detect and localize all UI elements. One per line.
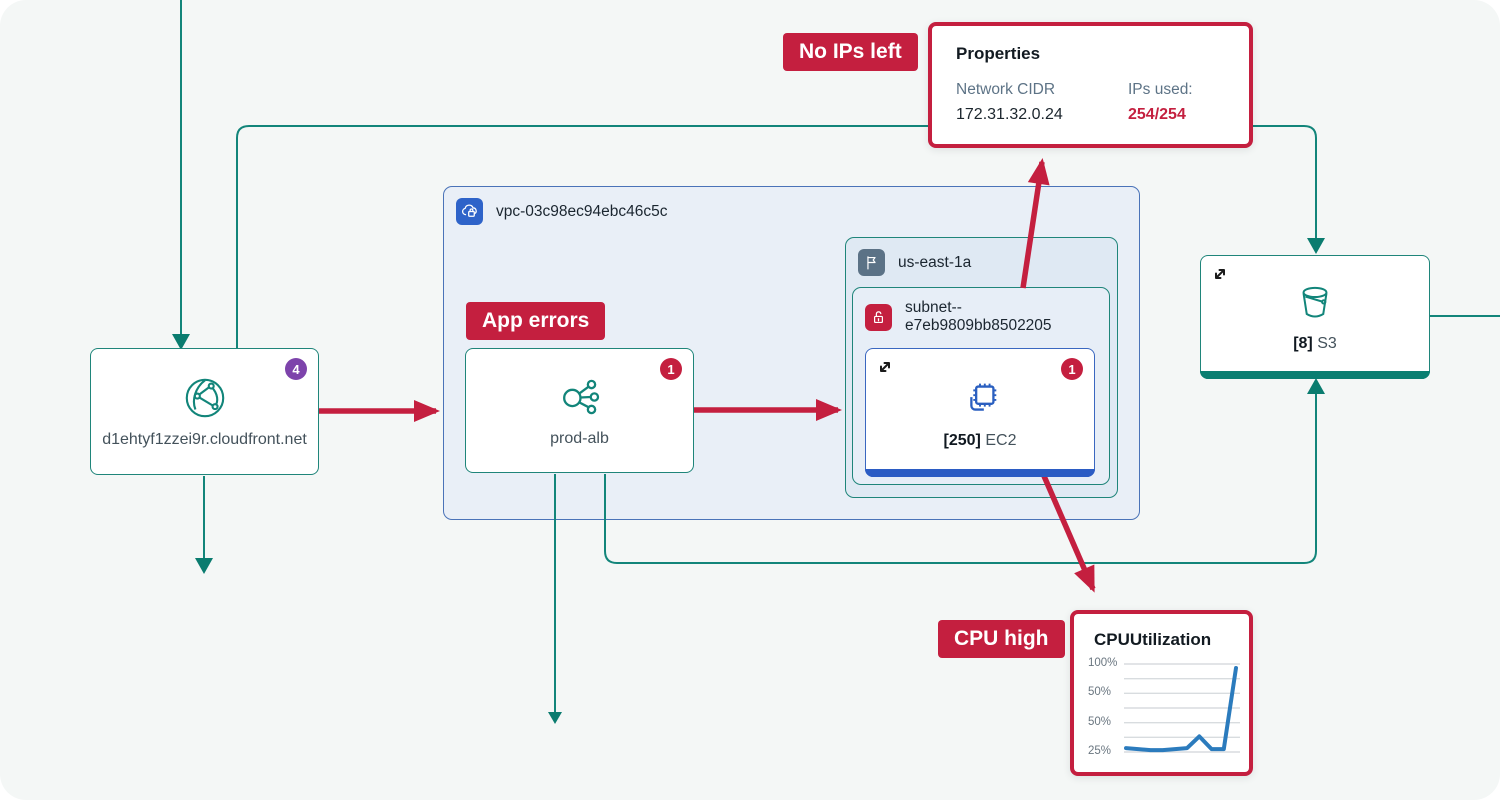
y-tick-label: 100% xyxy=(1088,657,1118,669)
vpc-cloud-icon xyxy=(456,198,483,225)
subnet-label: subnet--e7eb9809bb8502205 xyxy=(905,299,1052,334)
cpu-high-alert-label[interactable]: CPU high xyxy=(938,620,1065,658)
ec2-type-label: EC2 xyxy=(985,431,1017,449)
arrowhead-into-s3-top xyxy=(1307,238,1325,254)
network-cidr-value: 172.31.32.0.24 xyxy=(956,106,1063,123)
open-lock-icon xyxy=(865,303,892,331)
cloudfront-node-label: d1ehtyf1zzei9r.cloudfront.net xyxy=(102,430,307,448)
ec2-badge: 1 xyxy=(1061,358,1083,380)
bucket-icon xyxy=(1302,286,1328,318)
globe-network-icon xyxy=(185,378,224,417)
arrowhead-alb-down xyxy=(548,712,562,724)
cpu-chart: 100% 50% 50% 25% xyxy=(1088,657,1240,758)
cloudfront-node[interactable]: 4 d1ehtyf1zzei9r.cloudfront.net xyxy=(90,348,319,475)
arrowhead-cloudfront-down xyxy=(195,558,213,574)
network-cidr-field: Network CIDR 172.31.32.0.24 xyxy=(956,81,1128,124)
s3-count: [8] xyxy=(1293,335,1313,352)
availability-zone-label: us-east-1a xyxy=(898,253,972,271)
ips-used-field: IPs used: 254/254 xyxy=(1128,81,1193,124)
s3-type-label: S3 xyxy=(1317,335,1337,352)
network-cidr-label: Network CIDR xyxy=(956,81,1056,98)
ips-used-label: IPs used: xyxy=(1128,81,1193,98)
vpc-header: vpc-03c98ec94ebc46c5c xyxy=(444,187,1139,236)
ips-used-value: 254/254 xyxy=(1128,106,1186,123)
s3-node[interactable]: [8] S3 xyxy=(1200,255,1430,379)
ec2-selected-bar xyxy=(865,469,1095,477)
properties-title: Properties xyxy=(956,44,1041,63)
ec2-node-label: [250] EC2 xyxy=(944,432,1017,450)
y-tick-label: 50% xyxy=(1088,686,1112,699)
y-tick-label: 25% xyxy=(1088,745,1112,757)
no-ips-left-alert-label[interactable]: No IPs left xyxy=(783,33,918,71)
availability-zone-header: us-east-1a xyxy=(846,238,1117,287)
load-balancer-icon xyxy=(562,379,599,414)
chip-icon xyxy=(970,383,997,411)
vpc-label: vpc-03c98ec94ebc46c5c xyxy=(496,202,668,220)
cloudfront-badge: 4 xyxy=(285,358,307,380)
load-balancer-node[interactable]: 1 prod-alb xyxy=(465,348,694,473)
y-tick-label: 50% xyxy=(1088,715,1112,728)
s3-selected-bar xyxy=(1200,371,1430,379)
subnet-header: subnet--e7eb9809bb8502205 xyxy=(853,288,1109,346)
s3-node-label: [8] S3 xyxy=(1293,335,1337,353)
load-balancer-node-label: prod-alb xyxy=(550,429,609,447)
ec2-count: [250] xyxy=(943,431,981,449)
cpu-utilization-panel: CPUUtilization 100% 50% 50% 25% xyxy=(1070,610,1253,776)
expand-icon[interactable] xyxy=(1210,264,1230,284)
app-errors-alert-label[interactable]: App errors xyxy=(466,302,606,340)
cpu-line-chart xyxy=(1124,663,1240,753)
expand-icon[interactable] xyxy=(875,357,895,377)
cpu-chart-title: CPUUtilization xyxy=(1094,630,1212,649)
load-balancer-badge: 1 xyxy=(660,358,682,380)
arrowhead-into-s3-bottom xyxy=(1307,378,1325,394)
ec2-node[interactable]: 1 [250] EC2 xyxy=(865,348,1095,477)
properties-panel: Properties Network CIDR 172.31.32.0.24 I… xyxy=(928,22,1253,148)
flag-icon xyxy=(858,249,885,276)
